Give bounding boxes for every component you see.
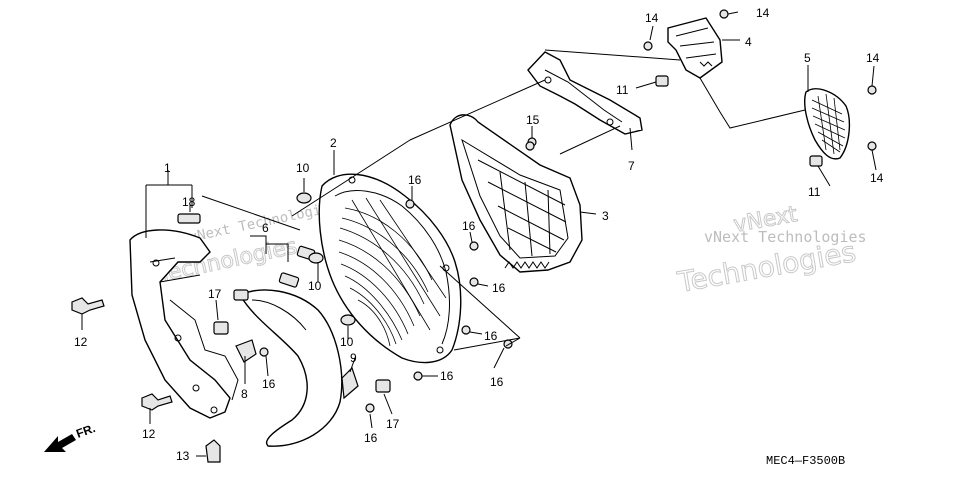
callout-3: 3 [602,209,609,223]
callout-12: 12 [142,427,156,441]
callout-9: 9 [350,351,357,365]
callout-14: 14 [645,11,659,25]
callout-5: 5 [804,51,811,65]
leader-lines [81,11,877,457]
hardware [71,9,877,463]
callout-13: 13 [176,449,190,463]
callout-17: 17 [386,417,400,431]
callout-14: 14 [866,51,880,65]
callout-11: 11 [616,83,629,97]
callout-16: 16 [262,377,276,391]
callout-18: 18 [182,195,196,209]
front-arrow-label: FR. [74,421,97,441]
callout-10: 10 [308,279,322,293]
callout-2: 2 [330,136,337,150]
callout-1: 1 [164,161,171,175]
part-1-front-cowl [129,229,239,419]
callout-10: 10 [296,161,310,175]
part-6-clips [278,245,316,288]
diagram-code: MEC4—F3500B [766,454,845,468]
callout-14: 14 [870,171,884,185]
part-3-inner-frame [449,114,583,273]
callout-14: 14 [756,6,770,20]
watermarks: vNext Technologies Technologies vNext Te… [155,199,867,300]
callout-16: 16 [484,329,498,343]
callout-16: 16 [364,431,378,445]
callout-8: 8 [241,387,248,401]
part-inner-cover [233,289,343,447]
callout-16: 16 [490,375,504,389]
callout-6: 6 [262,221,269,235]
part-2-headlight-cover [318,173,462,364]
callout-16: 16 [492,281,506,295]
callout-11: 11 [808,185,821,199]
callout-17: 17 [208,287,222,301]
part-5-side-grille [804,88,851,160]
front-direction-arrow: FR. [44,421,97,452]
callout-16: 16 [440,369,454,383]
part-7-stay [527,51,643,135]
callout-labels: 1 2 3 4 5 6 7 8 9 10 10 10 11 11 12 12 1… [74,6,884,463]
callout-12: 12 [74,335,88,349]
callout-16: 16 [408,173,422,187]
watermark-text: vNext Technologies [704,228,867,246]
callout-4: 4 [745,35,752,49]
callout-10: 10 [340,335,354,349]
part-4-bracket [667,17,723,79]
callout-16: 16 [462,219,476,233]
part-18-clip [177,213,201,224]
arrow-left-icon [44,434,76,452]
callout-15: 15 [526,113,540,127]
callout-7: 7 [628,159,635,173]
